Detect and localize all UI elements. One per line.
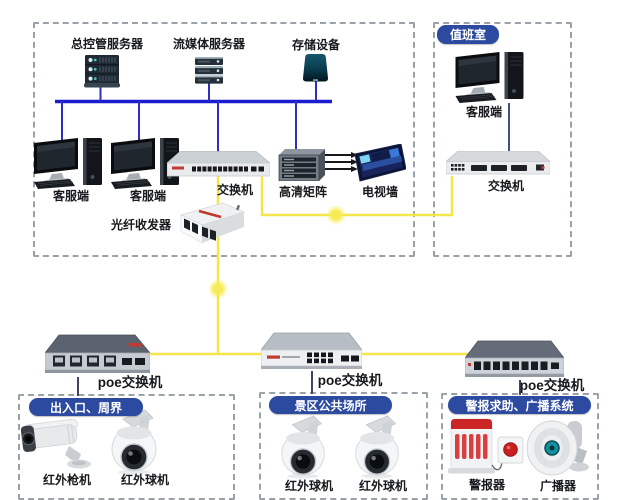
control-room-box [33,22,415,257]
broadcast-speaker-label: 广播器 [539,479,576,493]
ir-dome-camera-icon [273,415,335,479]
poe-switch-icon [465,340,564,383]
ir-bullet-camera-label: 红外枪机 [42,473,91,487]
hd-matrix-icon [276,147,326,181]
broadcast-speaker-icon [525,413,591,478]
zone-badge-alarm: 警报求助、广播系统 [448,396,591,414]
ir-dome-camera-label: 红外球机 [358,479,407,493]
client-pc-label: 客服端 [129,189,166,203]
client-pc-icon [34,135,108,192]
hd-matrix-label: 高清矩阵 [278,185,327,199]
storage-device-label: 存储设备 [291,38,340,52]
zone-badge-public: 景区公共场所 [269,396,392,414]
poe-switch-icon [261,332,362,375]
ir-dome-camera-label: 红外球机 [120,473,169,487]
zone-box-public [259,392,428,500]
fiber-transceiver-icon [179,199,246,247]
zone-box-perimeter [18,394,235,500]
ir-bullet-camera-icon [21,414,97,473]
alarm-siren-icon [445,415,526,477]
poe-switch-icon [45,334,150,379]
alarm-siren-label: 警报器 [468,478,505,492]
poe-switch-label: poe交换机 [519,378,585,393]
poe-switch-label: poe交换机 [97,375,163,390]
core-switch-label: 交换机 [216,183,253,197]
ir-dome-camera-icon [103,409,167,475]
duty-room-box [433,22,572,257]
ir-dome-camera-icon [347,415,409,479]
master-control-server-label: 总控管服务器 [70,37,143,51]
duty-switch-icon [446,151,550,177]
duty-client-label: 客服端 [465,105,502,119]
core-switch-icon [167,151,270,178]
duty-client-pc-icon [455,49,530,106]
tv-wall-label: 电视墙 [361,185,398,199]
media-server-icon [195,57,223,84]
matrix-cables-icon [325,151,359,173]
zone-badge-perimeter: 出入口、周界 [29,398,143,416]
media-server-label: 流媒体服务器 [172,37,245,51]
master-control-server-icon [84,55,120,88]
tv-wall-icon [355,144,406,182]
ir-dome-camera-label: 红外球机 [284,479,333,493]
fiber-transceiver-label: 光纤收发器 [110,218,171,232]
duty-room-badge: 值班室 [437,25,499,44]
duty-switch-label: 交换机 [487,179,524,193]
storage-device-icon [300,54,331,83]
poe-switch-label: poe交换机 [317,373,383,388]
client-pc-label: 客服端 [52,189,89,203]
